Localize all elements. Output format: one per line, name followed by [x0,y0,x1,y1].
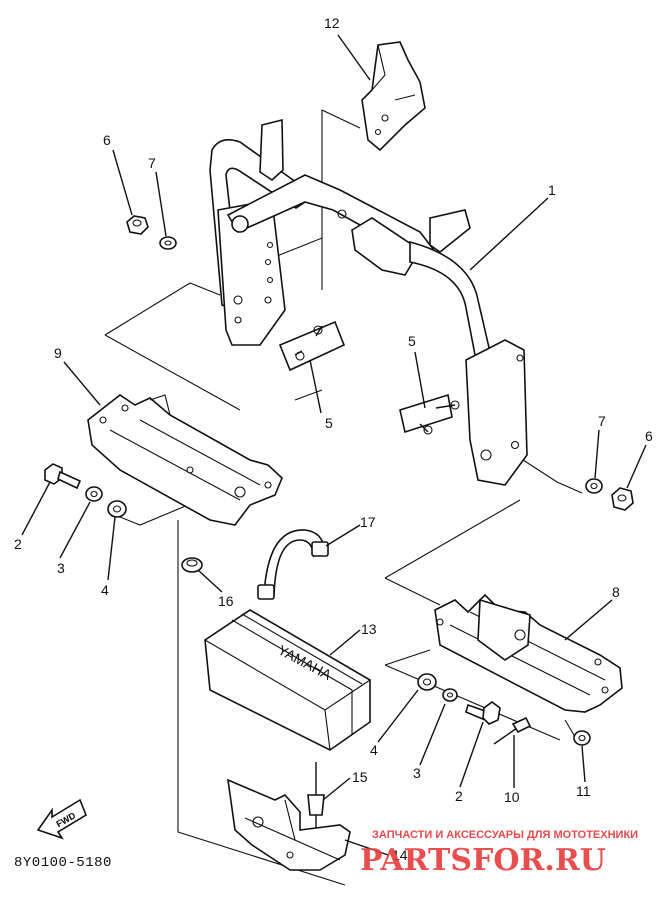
drawing-code: 8Y0100-5180 [14,855,112,871]
watermark-tagline: ЗАПЧАСТИ И АКСЕССУАРЫ ДЛЯ МОТОТЕХНИКИ [372,829,638,841]
callout-5-upper: 5 [408,333,416,349]
callout-17: 17 [360,514,376,530]
part-7-washer-right [585,478,603,494]
part-11-washer [573,730,591,746]
callout-4-right: 4 [370,742,378,758]
callout-13: 13 [361,621,377,637]
callout-2-right: 2 [455,788,463,804]
part-14-bracket [227,778,351,871]
callout-15: 15 [352,769,368,785]
callout-labels: 12 6 7 1 5 5 9 7 6 2 3 4 17 16 8 13 4 3 … [14,15,653,863]
callout-6-upper: 6 [103,132,111,148]
part-3-lock-washer-right [442,688,458,702]
callout-3-left: 3 [57,560,65,576]
callout-leaders [21,34,647,856]
part-3-lock-washer-left [85,486,103,502]
part-2-bolt-left [44,463,82,490]
part-16-grommet [181,557,203,573]
callout-7-right: 7 [598,413,606,429]
callout-3-right: 3 [413,765,421,781]
part-2-bolt-right [465,701,501,725]
part-13-battery: YAMAHA [204,609,371,751]
part-12-bracket [361,41,426,152]
part-5-plate-right [399,393,460,435]
fwd-arrow-icon: FWD [36,798,87,840]
part-6-nut-upper [126,215,149,235]
callout-14: 14 [392,847,408,863]
callout-4-left: 4 [101,582,109,598]
callout-9: 9 [54,345,62,361]
part-8-bracket [434,593,623,713]
watermark: ЗАПЧАСТИ И АКСЕССУАРЫ ДЛЯ МОТОТЕХНИКИ PA… [360,829,638,878]
callout-8: 8 [612,584,620,600]
callout-7-upper: 7 [148,155,156,171]
part-5-plate-left [278,320,346,372]
part-9-bracket [87,394,283,526]
callout-16: 16 [218,593,234,609]
watermark-site: PARTSFOR.RU [360,843,606,878]
callout-10: 10 [504,789,520,805]
callout-11: 11 [576,783,591,799]
part-10-screw [493,716,532,745]
part-4-washer-right [417,673,437,691]
callout-1: 1 [548,182,556,198]
callout-2-left: 2 [14,536,22,552]
callout-5-lower: 5 [325,415,333,431]
part-6-nut-right [611,487,634,511]
part-4-washer-left [107,500,127,518]
part-7-washer-upper [159,236,177,250]
part-1-frame [209,118,528,486]
part-17-strap [257,529,329,600]
callout-6-right: 6 [645,428,653,444]
callout-12: 12 [324,15,340,31]
